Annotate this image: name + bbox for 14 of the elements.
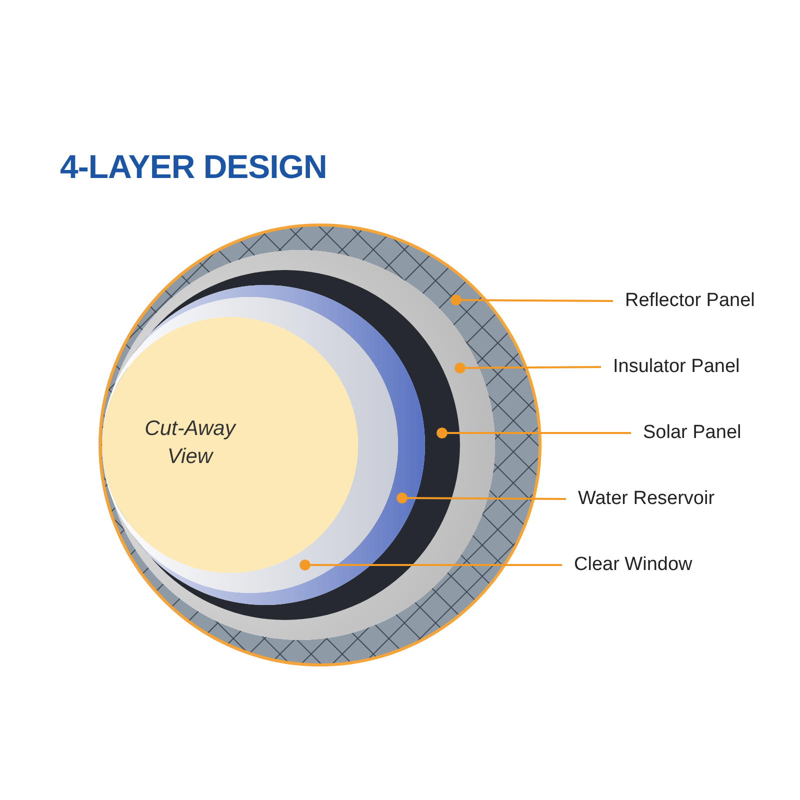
leader-line	[300, 560, 562, 570]
part-label: Solar Panel	[643, 422, 742, 444]
leader-line	[396, 492, 566, 504]
part-label: Insulator Panel	[613, 356, 740, 378]
leader-line	[436, 428, 631, 438]
insulator-layer	[102, 250, 495, 640]
leader-line	[450, 294, 613, 306]
part-label: Water Reservoir	[578, 488, 715, 510]
leader-line	[454, 362, 601, 374]
diagram-title: 4-LAYER DESIGN	[60, 148, 327, 186]
cut-away-label: Cut-Away View	[144, 416, 238, 470]
part-label: Clear Window	[574, 554, 692, 576]
cut-away-area	[102, 317, 358, 573]
part-label: Reflector Panel	[625, 290, 755, 312]
